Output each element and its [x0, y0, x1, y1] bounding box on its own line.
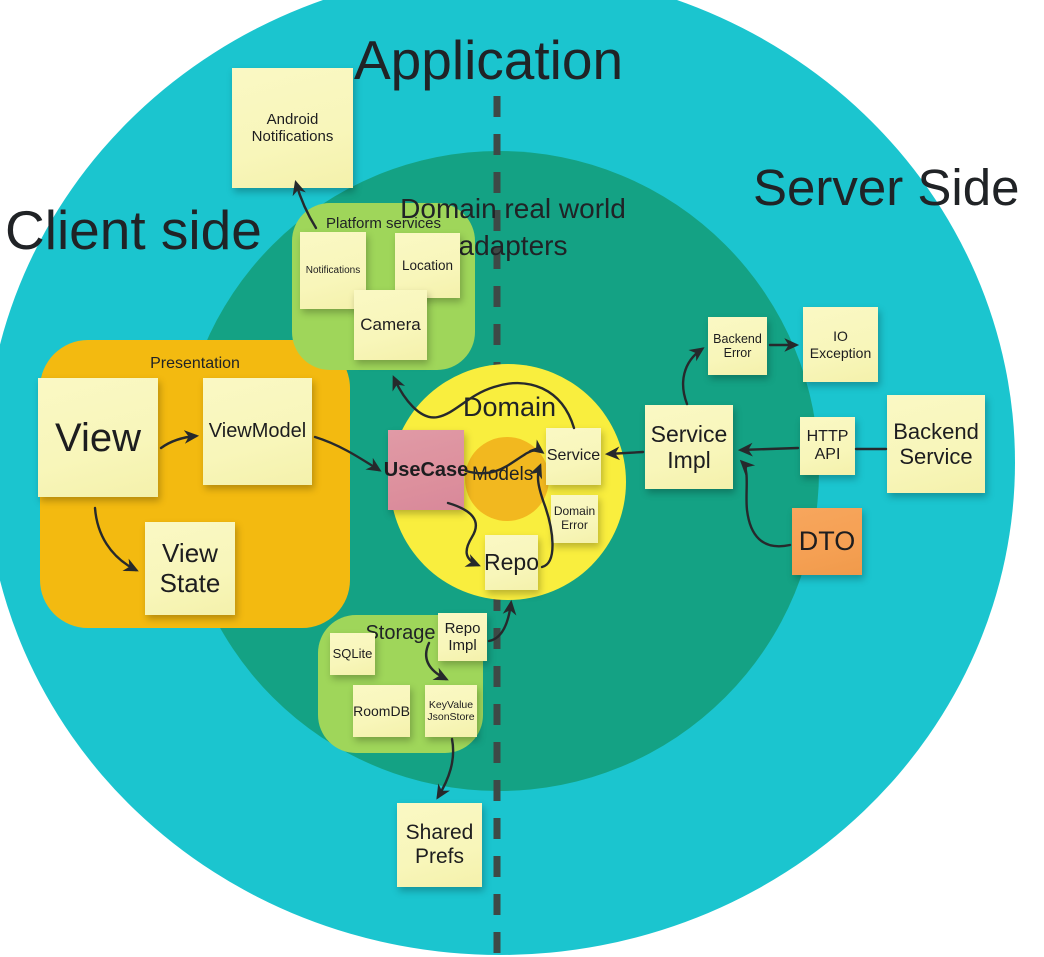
- server-side-label: Server Side: [753, 159, 1020, 216]
- note-keyvalue-jsonstore[interactable]: KeyValue JsonStore: [425, 685, 477, 737]
- note-sqlite[interactable]: SQLite: [330, 633, 375, 675]
- note-service[interactable]: Service: [546, 428, 601, 485]
- note-camera[interactable]: Camera: [354, 290, 427, 360]
- note-backend-service[interactable]: Backend Service: [887, 395, 985, 493]
- note-location[interactable]: Location: [395, 233, 460, 298]
- note-http-api[interactable]: HTTP API: [800, 417, 855, 475]
- domain-label: Domain: [463, 392, 557, 422]
- note-io-exception[interactable]: IO Exception: [803, 307, 878, 382]
- note-viewmodel[interactable]: ViewModel: [203, 378, 312, 485]
- client-side-label: Client side: [5, 199, 262, 261]
- adapters-label: Domain real world adapters: [400, 193, 626, 262]
- note-usecase[interactable]: UseCase: [384, 430, 468, 510]
- note-roomdb[interactable]: RoomDB: [353, 685, 410, 737]
- storage-label: Storage: [365, 622, 436, 644]
- note-domain-error[interactable]: Domain Error: [551, 495, 598, 543]
- models-label: Models: [472, 464, 534, 485]
- note-repo-impl[interactable]: Repo Impl: [438, 613, 487, 661]
- platform-services-label: Platform services: [325, 215, 442, 232]
- presentation-label: Presentation: [150, 355, 240, 372]
- note-view[interactable]: View: [38, 378, 158, 497]
- note-dto[interactable]: DTO: [792, 508, 862, 575]
- note-android-notifications[interactable]: Android Notifications: [232, 68, 353, 188]
- note-view-state[interactable]: View State: [145, 522, 235, 615]
- note-repo[interactable]: Repo: [484, 535, 539, 590]
- note-backend-error[interactable]: Backend Error: [708, 317, 767, 375]
- note-shared-prefs[interactable]: Shared Prefs: [397, 803, 482, 887]
- note-service-impl[interactable]: Service Impl: [645, 405, 733, 489]
- application-label: Application: [354, 29, 624, 91]
